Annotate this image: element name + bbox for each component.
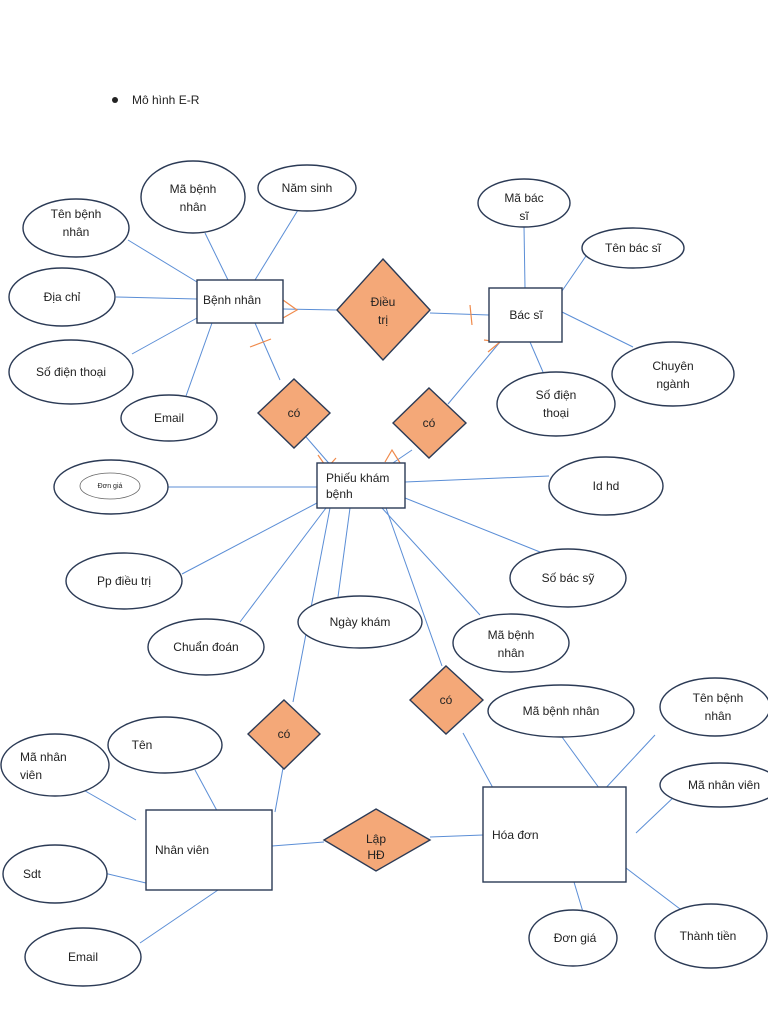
relationship-diamonds xyxy=(246,257,485,872)
entity-phieu-kham xyxy=(316,462,406,509)
attr-label: Tên bệnh xyxy=(693,691,744,705)
attr-dia-chi xyxy=(8,267,116,327)
attr-don-gia xyxy=(528,909,618,967)
entity-bac-si xyxy=(488,287,563,343)
rel-label: có xyxy=(288,406,301,420)
attr-label: Tên xyxy=(132,738,153,752)
attr-label: Số điện xyxy=(536,388,577,402)
attr-label: Tên bác sĩ xyxy=(605,241,662,255)
entity-boxes xyxy=(145,279,627,891)
rel-dieu-tri xyxy=(336,257,431,362)
bullet-dot xyxy=(112,96,118,103)
attr-label: Tên bệnh xyxy=(51,207,102,221)
entity-hoa-don xyxy=(482,786,627,883)
attr-label: Năm sinh xyxy=(282,181,333,195)
attr-label: Địa chỉ xyxy=(44,290,81,304)
attr-so-dien-thoai xyxy=(8,339,134,405)
attr-label: Mã nhân viên xyxy=(688,778,760,792)
attr-don-gia-inner xyxy=(79,472,141,500)
attr-label: Id hd xyxy=(593,479,620,493)
attr-label: viên xyxy=(20,768,42,782)
attr-chuyen-nganh xyxy=(611,341,735,407)
entity-nhan-vien xyxy=(145,809,273,891)
rel-label: Lập xyxy=(366,832,386,846)
entity-label: Bệnh nhân xyxy=(203,293,261,307)
attr-pp-dieu-tri xyxy=(65,552,183,610)
heading-text: Mô hình E-R xyxy=(132,93,200,107)
attr-ten-benh-nhan xyxy=(22,198,130,258)
entity-label: Nhân viên xyxy=(155,843,209,857)
attr-label: Sdt xyxy=(23,867,42,881)
attr-label: Ngày khám xyxy=(330,615,391,629)
attr-label: nhân xyxy=(180,200,207,214)
rel-co-benh-nhan xyxy=(256,378,332,449)
attr-label: Số bác sỹ xyxy=(542,571,595,585)
rel-label: Điều xyxy=(371,295,396,309)
attr-label: Mã bệnh xyxy=(170,182,217,196)
one-mark xyxy=(469,304,473,326)
entity-label: Hóa đơn xyxy=(492,828,539,842)
crowfoot-mark xyxy=(282,299,299,319)
attr-label: thoại xyxy=(543,406,569,420)
attr-label: Pp điều trị xyxy=(97,574,151,588)
attr-label: Mã nhân xyxy=(20,750,67,764)
attr-nam-sinh xyxy=(257,164,357,212)
attr-label: Đơn giá xyxy=(98,483,123,490)
attr-label: sĩ xyxy=(519,209,529,223)
attr-id-hd xyxy=(548,456,664,516)
attr-sdt-bac-si xyxy=(496,371,616,437)
attr-ma-nhan-vien xyxy=(0,733,110,797)
attr-ma-benh-nhan xyxy=(140,160,246,234)
heading: Mô hình E-R xyxy=(112,93,199,107)
attr-sdt xyxy=(2,844,108,904)
attr-label: Mã bệnh nhân xyxy=(523,704,600,718)
attr-ma-bn-hd xyxy=(487,684,635,738)
attr-label: nhân xyxy=(498,646,525,660)
one-mark xyxy=(249,338,272,348)
attr-ma-nv-hd xyxy=(659,762,768,808)
rel-co-bac-si xyxy=(391,387,468,459)
attr-ten-bn-hd xyxy=(659,677,768,737)
attr-label: Số điện thoại xyxy=(36,365,106,379)
attr-label: nhân xyxy=(705,709,732,723)
attribute-ellipses xyxy=(0,160,768,987)
attr-chuan-doan xyxy=(147,618,265,676)
attr-label: Đơn giá xyxy=(554,931,597,945)
rel-label: HĐ xyxy=(367,848,385,862)
rel-label: trị xyxy=(378,313,388,327)
attr-ma-bac-si xyxy=(477,178,571,228)
entity-benh-nhan xyxy=(196,279,284,324)
attr-email-nv xyxy=(24,927,142,987)
entity-label: bệnh xyxy=(326,487,353,501)
attr-ma-bn-phieu xyxy=(452,613,570,673)
attr-ngay-kham xyxy=(297,595,423,649)
labels: Bệnh nhân Bác sĩ Phiếu khám bệnh Nhân vi… xyxy=(20,181,760,964)
rel-label: có xyxy=(423,416,436,430)
attr-label: nhân xyxy=(63,225,90,239)
rel-lap-hd xyxy=(322,808,432,872)
attr-label: Chuẩn đoán xyxy=(173,640,238,654)
rel-label: có xyxy=(440,693,453,707)
attr-ten xyxy=(107,716,223,774)
attr-so-bac-sy xyxy=(509,548,627,608)
attr-ten-bac-si xyxy=(581,227,685,269)
entity-label: Phiếu khám xyxy=(326,471,389,485)
attr-label: Email xyxy=(154,411,184,425)
attr-label: Email xyxy=(68,950,98,964)
attr-email-bn xyxy=(120,394,218,442)
rel-co-nhan-vien xyxy=(246,699,322,770)
attr-thanh-tien xyxy=(654,903,768,969)
rel-co-hoa-don xyxy=(408,665,485,735)
attr-label: Thành tiền xyxy=(680,929,737,943)
crowfoot-mark xyxy=(384,448,403,467)
attr-label: Mã bác xyxy=(504,191,543,205)
attr-label: Chuyên xyxy=(652,359,693,373)
entity-label: Bác sĩ xyxy=(509,308,543,322)
rel-label: có xyxy=(278,727,291,741)
attr-label: ngành xyxy=(656,377,689,391)
attr-label: Mã bệnh xyxy=(488,628,535,642)
